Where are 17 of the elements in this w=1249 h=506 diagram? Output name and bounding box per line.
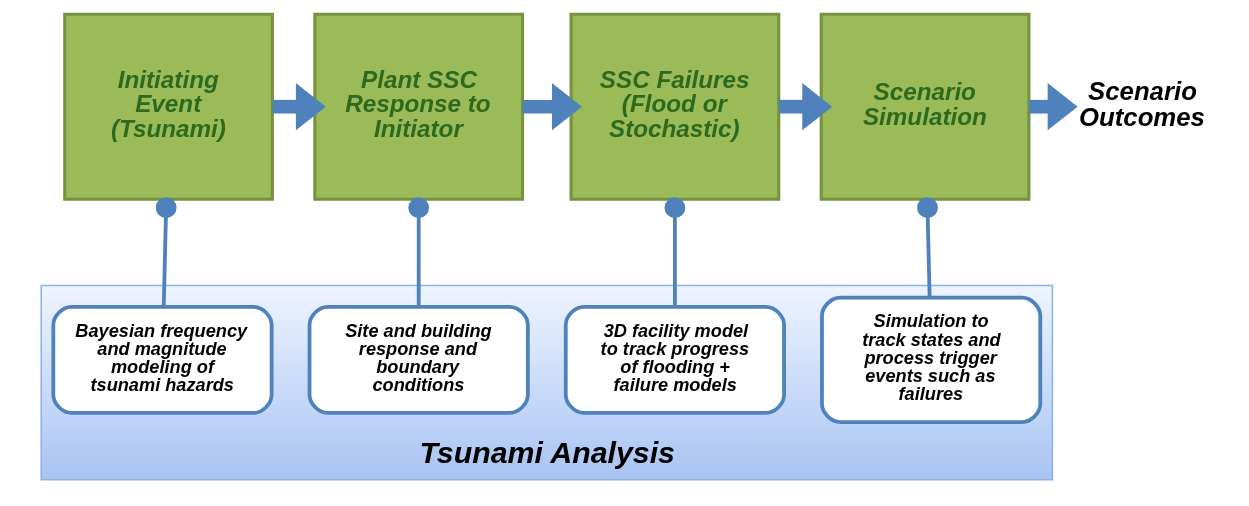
arrow	[778, 83, 833, 131]
node-box: Plant SSC Response to Initiator	[313, 12, 525, 201]
node-box: Bayesian frequency and magnitude modeling of tsunami hazards	[51, 304, 274, 415]
connector	[917, 197, 938, 298]
node-box: SSC Failures (Flood or Stochastic)	[569, 12, 781, 201]
node-text: Scenario Outcomes	[1078, 77, 1205, 131]
arrow	[1029, 83, 1078, 131]
connector	[408, 197, 430, 307]
connector	[664, 197, 686, 307]
node-box: Initiating Event (Tsunami)	[63, 12, 274, 201]
node-box: 3D facility model to track progress of flooding + failure models	[563, 304, 786, 415]
arrow	[522, 83, 582, 131]
connector	[155, 197, 177, 307]
node-box: Site and building response and boundary conditions	[307, 304, 530, 415]
node-box: Scenario Simulation	[819, 12, 1031, 201]
node-box: Simulation to track states and process trigger events such as failures	[820, 295, 1043, 424]
arrow	[272, 83, 326, 131]
